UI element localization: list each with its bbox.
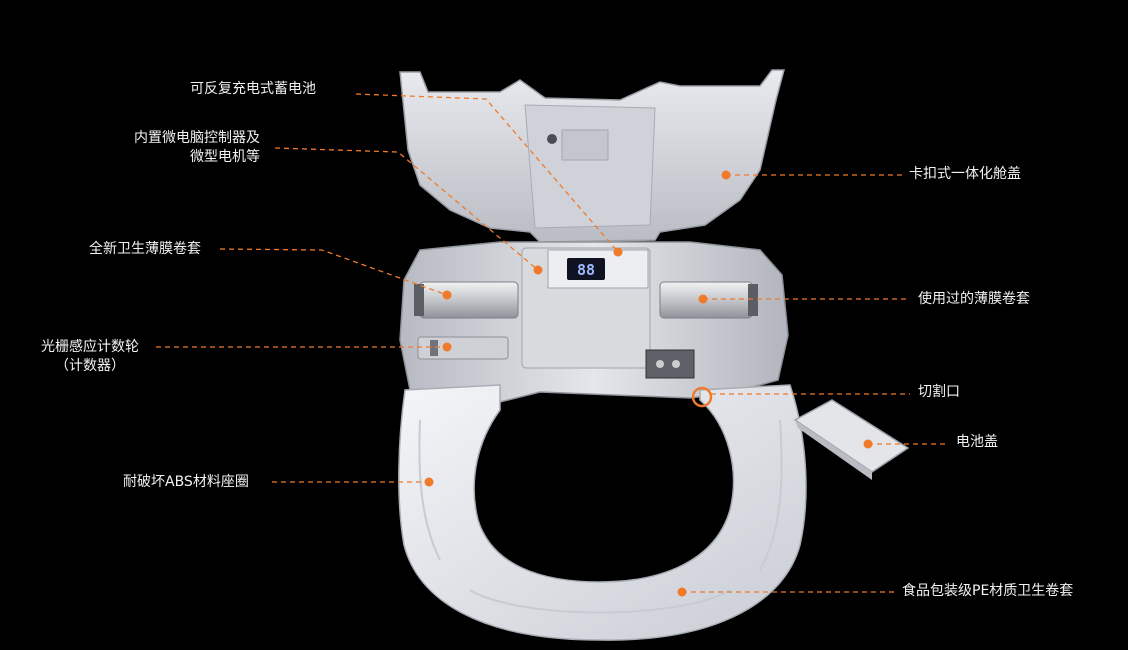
leader-lines (156, 93, 945, 593)
label-controller-line2: 微型电机等 (190, 149, 260, 165)
dot-cover (721, 170, 731, 180)
counter-display: 88 (577, 261, 595, 279)
dot-battery (613, 247, 623, 257)
cut-port-marker (691, 386, 713, 408)
dot-used-film (698, 294, 708, 304)
label-pe-film: 食品包装级PE材质卫生卷套 (902, 583, 1074, 599)
label-cover: 卡扣式一体化舱盖 (909, 166, 1021, 182)
dot-pe (677, 587, 687, 597)
label-battery: 可反复充电式蓄电池 (190, 81, 316, 97)
callout-dots (424, 170, 873, 597)
used-film-roll (659, 281, 758, 319)
leader-new-film (219, 248, 448, 296)
battery-cover-part (793, 399, 910, 480)
label-seat-material: 耐破坏ABS材料座圈 (123, 474, 249, 490)
base-housing: 88 (399, 241, 789, 403)
new-film-roll (414, 281, 519, 319)
label-new-film: 全新卫生薄膜卷套 (89, 241, 201, 257)
label-counter: 光栅感应计数轮 （计数器） (24, 338, 156, 376)
lid (399, 69, 785, 243)
label-counter-line2: （计数器） (55, 358, 125, 374)
cutter-block (645, 349, 695, 379)
label-counter-line1: 光栅感应计数轮 (41, 339, 139, 355)
dot-new-film (442, 290, 452, 300)
label-used-film: 使用过的薄膜卷套 (918, 291, 1030, 307)
dot-counter (442, 342, 452, 352)
label-controller: 内置微电脑控制器及 微型电机等 (108, 129, 260, 167)
leader-battery (355, 93, 619, 253)
counting-wheel (417, 336, 509, 360)
seat-ring (398, 384, 807, 641)
label-battery-cover: 电池盖 (956, 434, 998, 450)
label-controller-line1: 内置微电脑控制器及 (134, 130, 260, 146)
dot-seat (424, 477, 434, 487)
dot-controller (533, 265, 543, 275)
leader-controller (274, 147, 539, 271)
label-cut-port: 切割口 (918, 384, 960, 400)
dot-battery-cover (863, 439, 873, 449)
